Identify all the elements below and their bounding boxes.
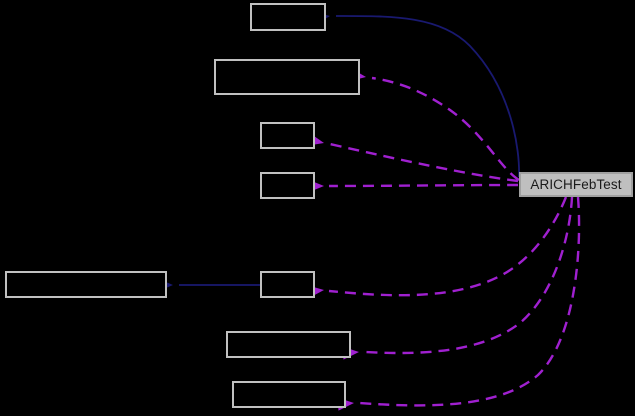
graph-node[interactable]	[260, 122, 315, 149]
graph-node[interactable]	[226, 331, 351, 358]
graph-edge	[328, 183, 519, 188]
graph-edge	[329, 142, 519, 183]
graph-node-current[interactable]: ARICHFebTest	[519, 172, 633, 197]
graph-node[interactable]	[250, 3, 326, 31]
graph-edge	[335, 15, 520, 178]
graph-node[interactable]	[260, 271, 315, 298]
graph-edge	[371, 76, 520, 182]
graph-node[interactable]	[5, 271, 167, 298]
graph-node[interactable]	[260, 172, 315, 199]
graph-node[interactable]	[232, 381, 346, 408]
graph-edge	[359, 196, 581, 407]
graph-node[interactable]	[214, 59, 360, 95]
graph-node-label: ARICHFebTest	[530, 176, 622, 192]
graph-edge	[328, 196, 568, 297]
graph-edge	[364, 196, 574, 355]
